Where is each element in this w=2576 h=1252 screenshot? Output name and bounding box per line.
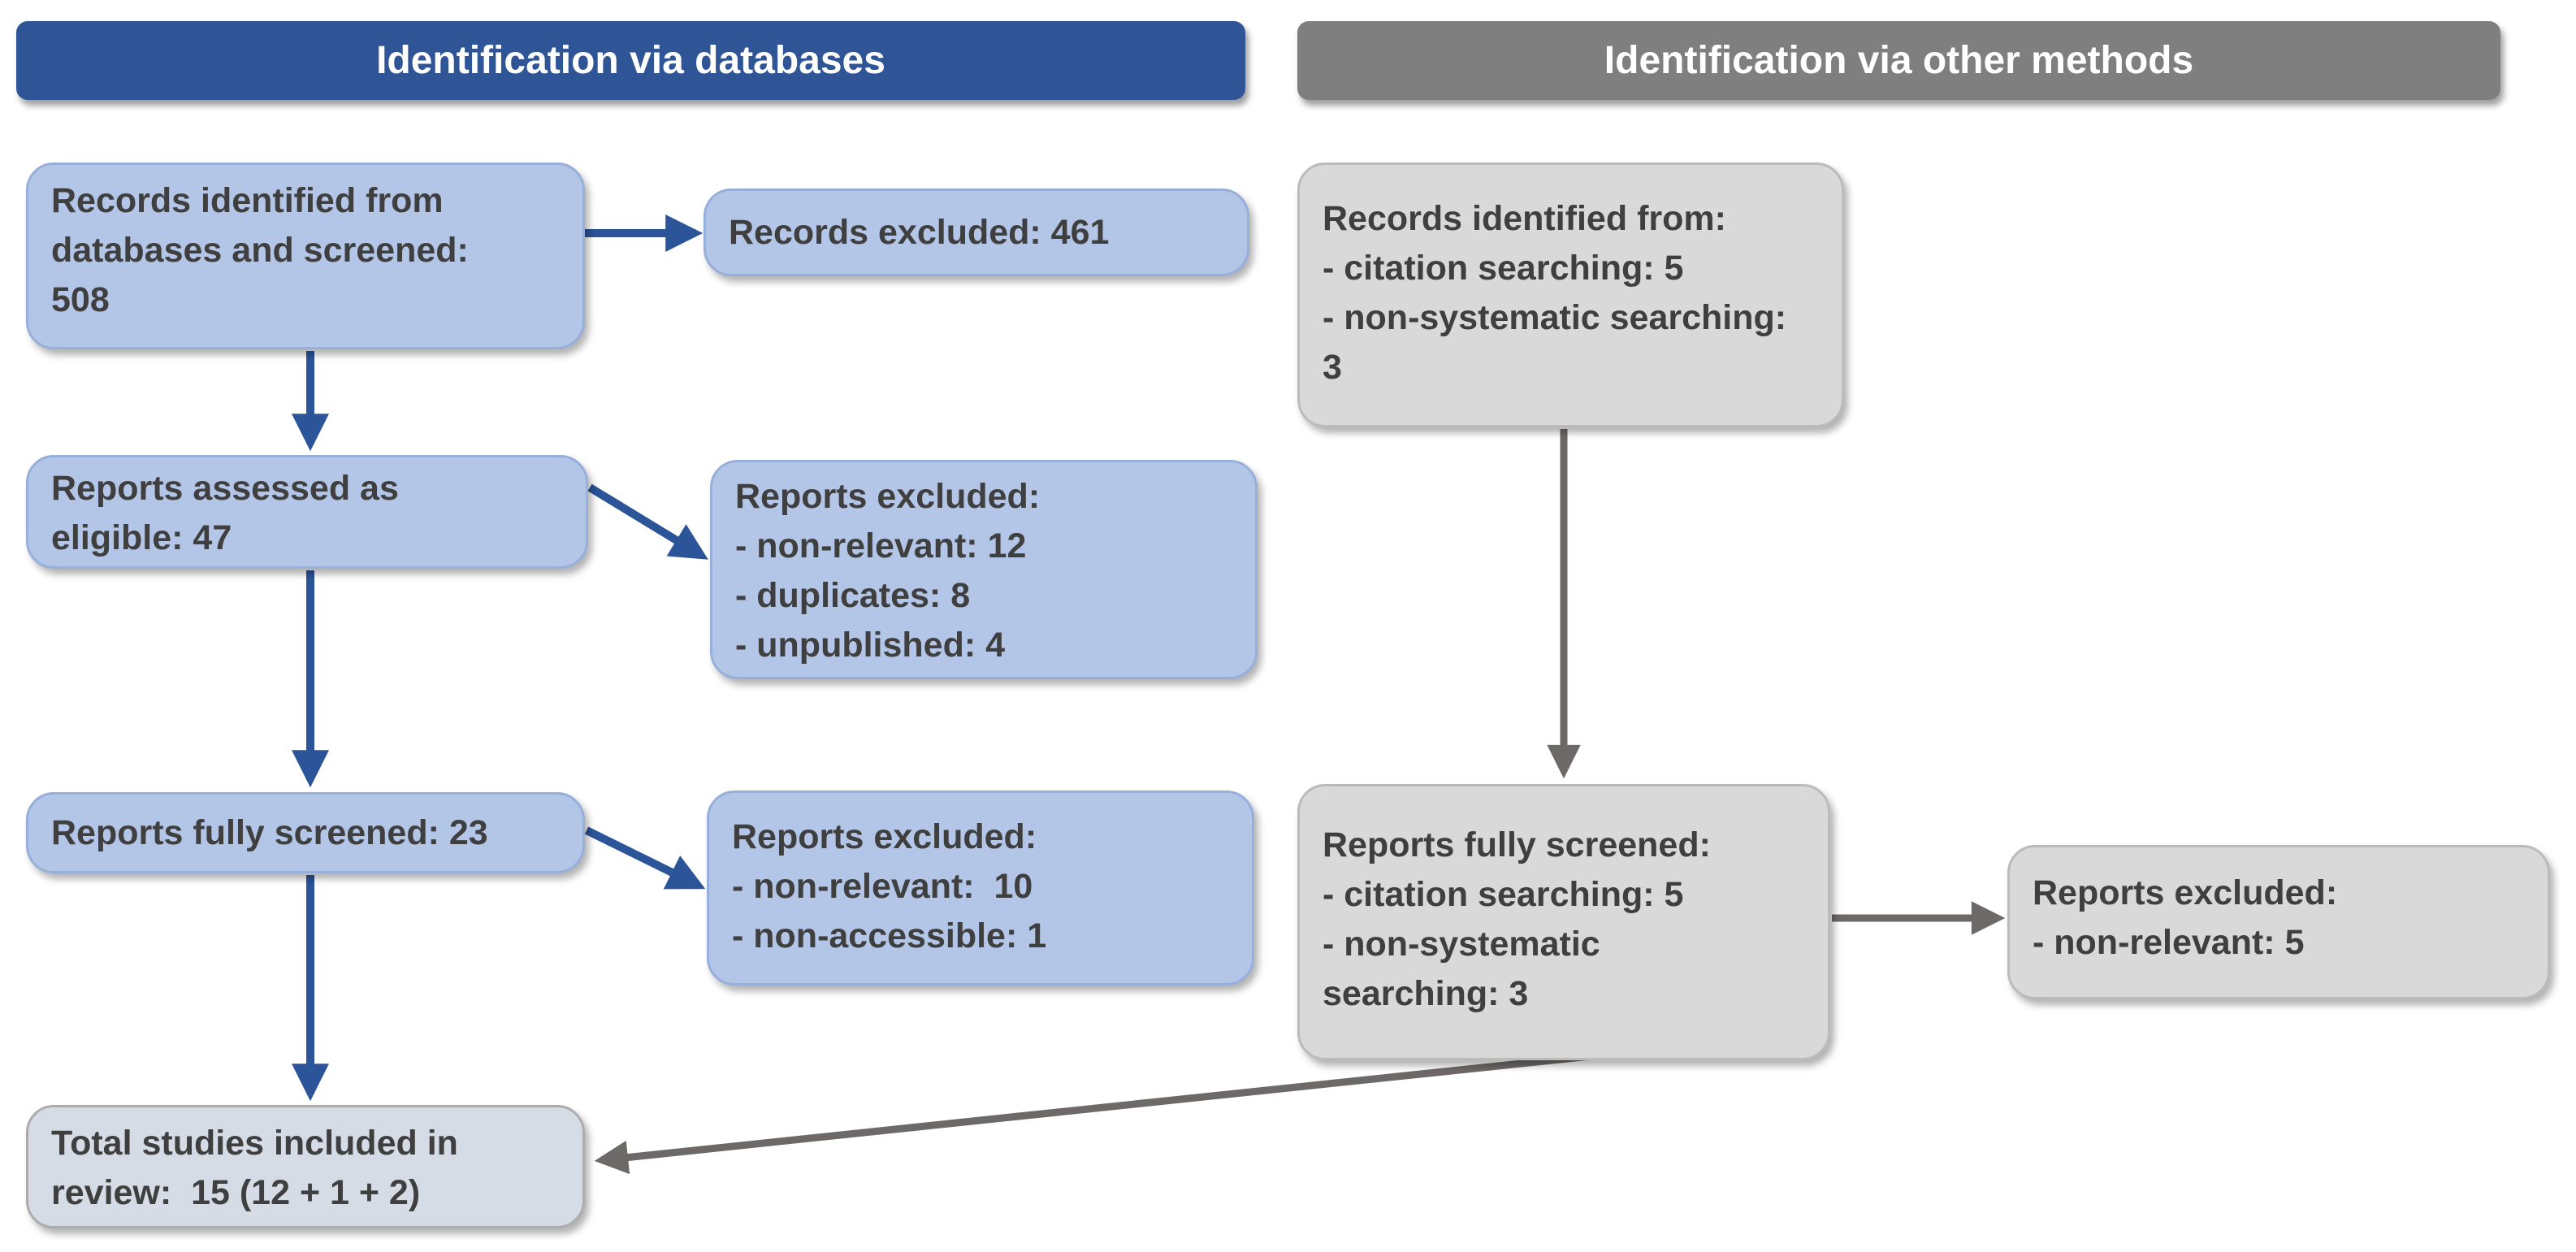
- box-text-line: Reports assessed as: [51, 469, 399, 508]
- box-text-line: searching: 3: [1323, 974, 1529, 1013]
- box-reports-fully-screened-databases: Reports fully screened: 23: [26, 792, 585, 873]
- box-text-line: Records excluded: 461: [729, 212, 1110, 252]
- arrow-reports_fully_screened_db-to-reports_excluded_screening: [584, 826, 706, 890]
- box-text-line: - non-accessible: 1: [732, 916, 1047, 955]
- box-text-line: eligible: 47: [51, 518, 232, 557]
- box-text-line: databases and screened:: [51, 231, 469, 270]
- box-text-line: - non-relevant: 10: [732, 867, 1033, 906]
- box-text-line: Total studies included in: [51, 1124, 458, 1163]
- box-text-line: 3: [1323, 348, 1342, 387]
- box-text-line: Reports fully screened: 23: [51, 812, 488, 852]
- header-identification-via-other-methods: Identification via other methods: [1297, 21, 2500, 100]
- box-reports-excluded-eligibility: Reports excluded: - non-relevant: 12 - dup…: [710, 460, 1258, 679]
- arrow-reports_fully_screened_other-to-total_included: [594, 1052, 1591, 1175]
- box-text-line: Reports excluded:: [732, 817, 1037, 856]
- box-reports-excluded-screening: Reports excluded: - non-relevant: 10 - non…: [707, 791, 1254, 986]
- box-text-line: - citation searching: 5: [1323, 249, 1684, 288]
- box-records-excluded-databases: Records excluded: 461: [704, 188, 1249, 276]
- box-reports-excluded-other-methods: Reports excluded: - non-relevant: 5: [2007, 845, 2550, 999]
- box-text-line: - unpublished: 4: [735, 626, 1006, 665]
- box-text-line: 508: [51, 280, 110, 319]
- box-reports-assessed-eligible: Reports assessed as eligible: 47: [26, 455, 588, 569]
- box-text-line: review: 15 (12 + 1 + 2): [51, 1173, 421, 1212]
- box-text-line: Reports excluded:: [2033, 873, 2338, 912]
- box-total-studies-included: Total studies included in review: 15 (12 …: [26, 1105, 585, 1228]
- box-records-identified-other-methods: Records identified from: - citation searc…: [1297, 162, 1844, 427]
- box-text-line: - duplicates: 8: [735, 576, 971, 615]
- box-reports-fully-screened-other-methods: Reports fully screened: - citation search…: [1297, 784, 1830, 1060]
- box-text-line: - non-systematic searching:: [1323, 298, 1787, 337]
- box-text-line: - non-relevant: 12: [735, 526, 1027, 565]
- box-text-line: Reports excluded:: [735, 477, 1041, 516]
- box-text-line: Records identified from: [51, 181, 444, 220]
- box-text-line: - citation searching: 5: [1323, 875, 1684, 914]
- box-text-line: Reports fully screened:: [1323, 825, 1711, 864]
- box-text-line: Records identified from:: [1323, 199, 1726, 238]
- box-text-line: - non-systematic: [1323, 925, 1600, 964]
- box-records-identified-databases: Records identified from databases and scr…: [26, 162, 585, 349]
- box-text-line: - non-relevant: 5: [2033, 923, 2305, 962]
- arrow-reports_assessed-to-reports_excluded_eligibility: [587, 483, 708, 560]
- header-identification-via-databases: Identification via databases: [16, 21, 1245, 100]
